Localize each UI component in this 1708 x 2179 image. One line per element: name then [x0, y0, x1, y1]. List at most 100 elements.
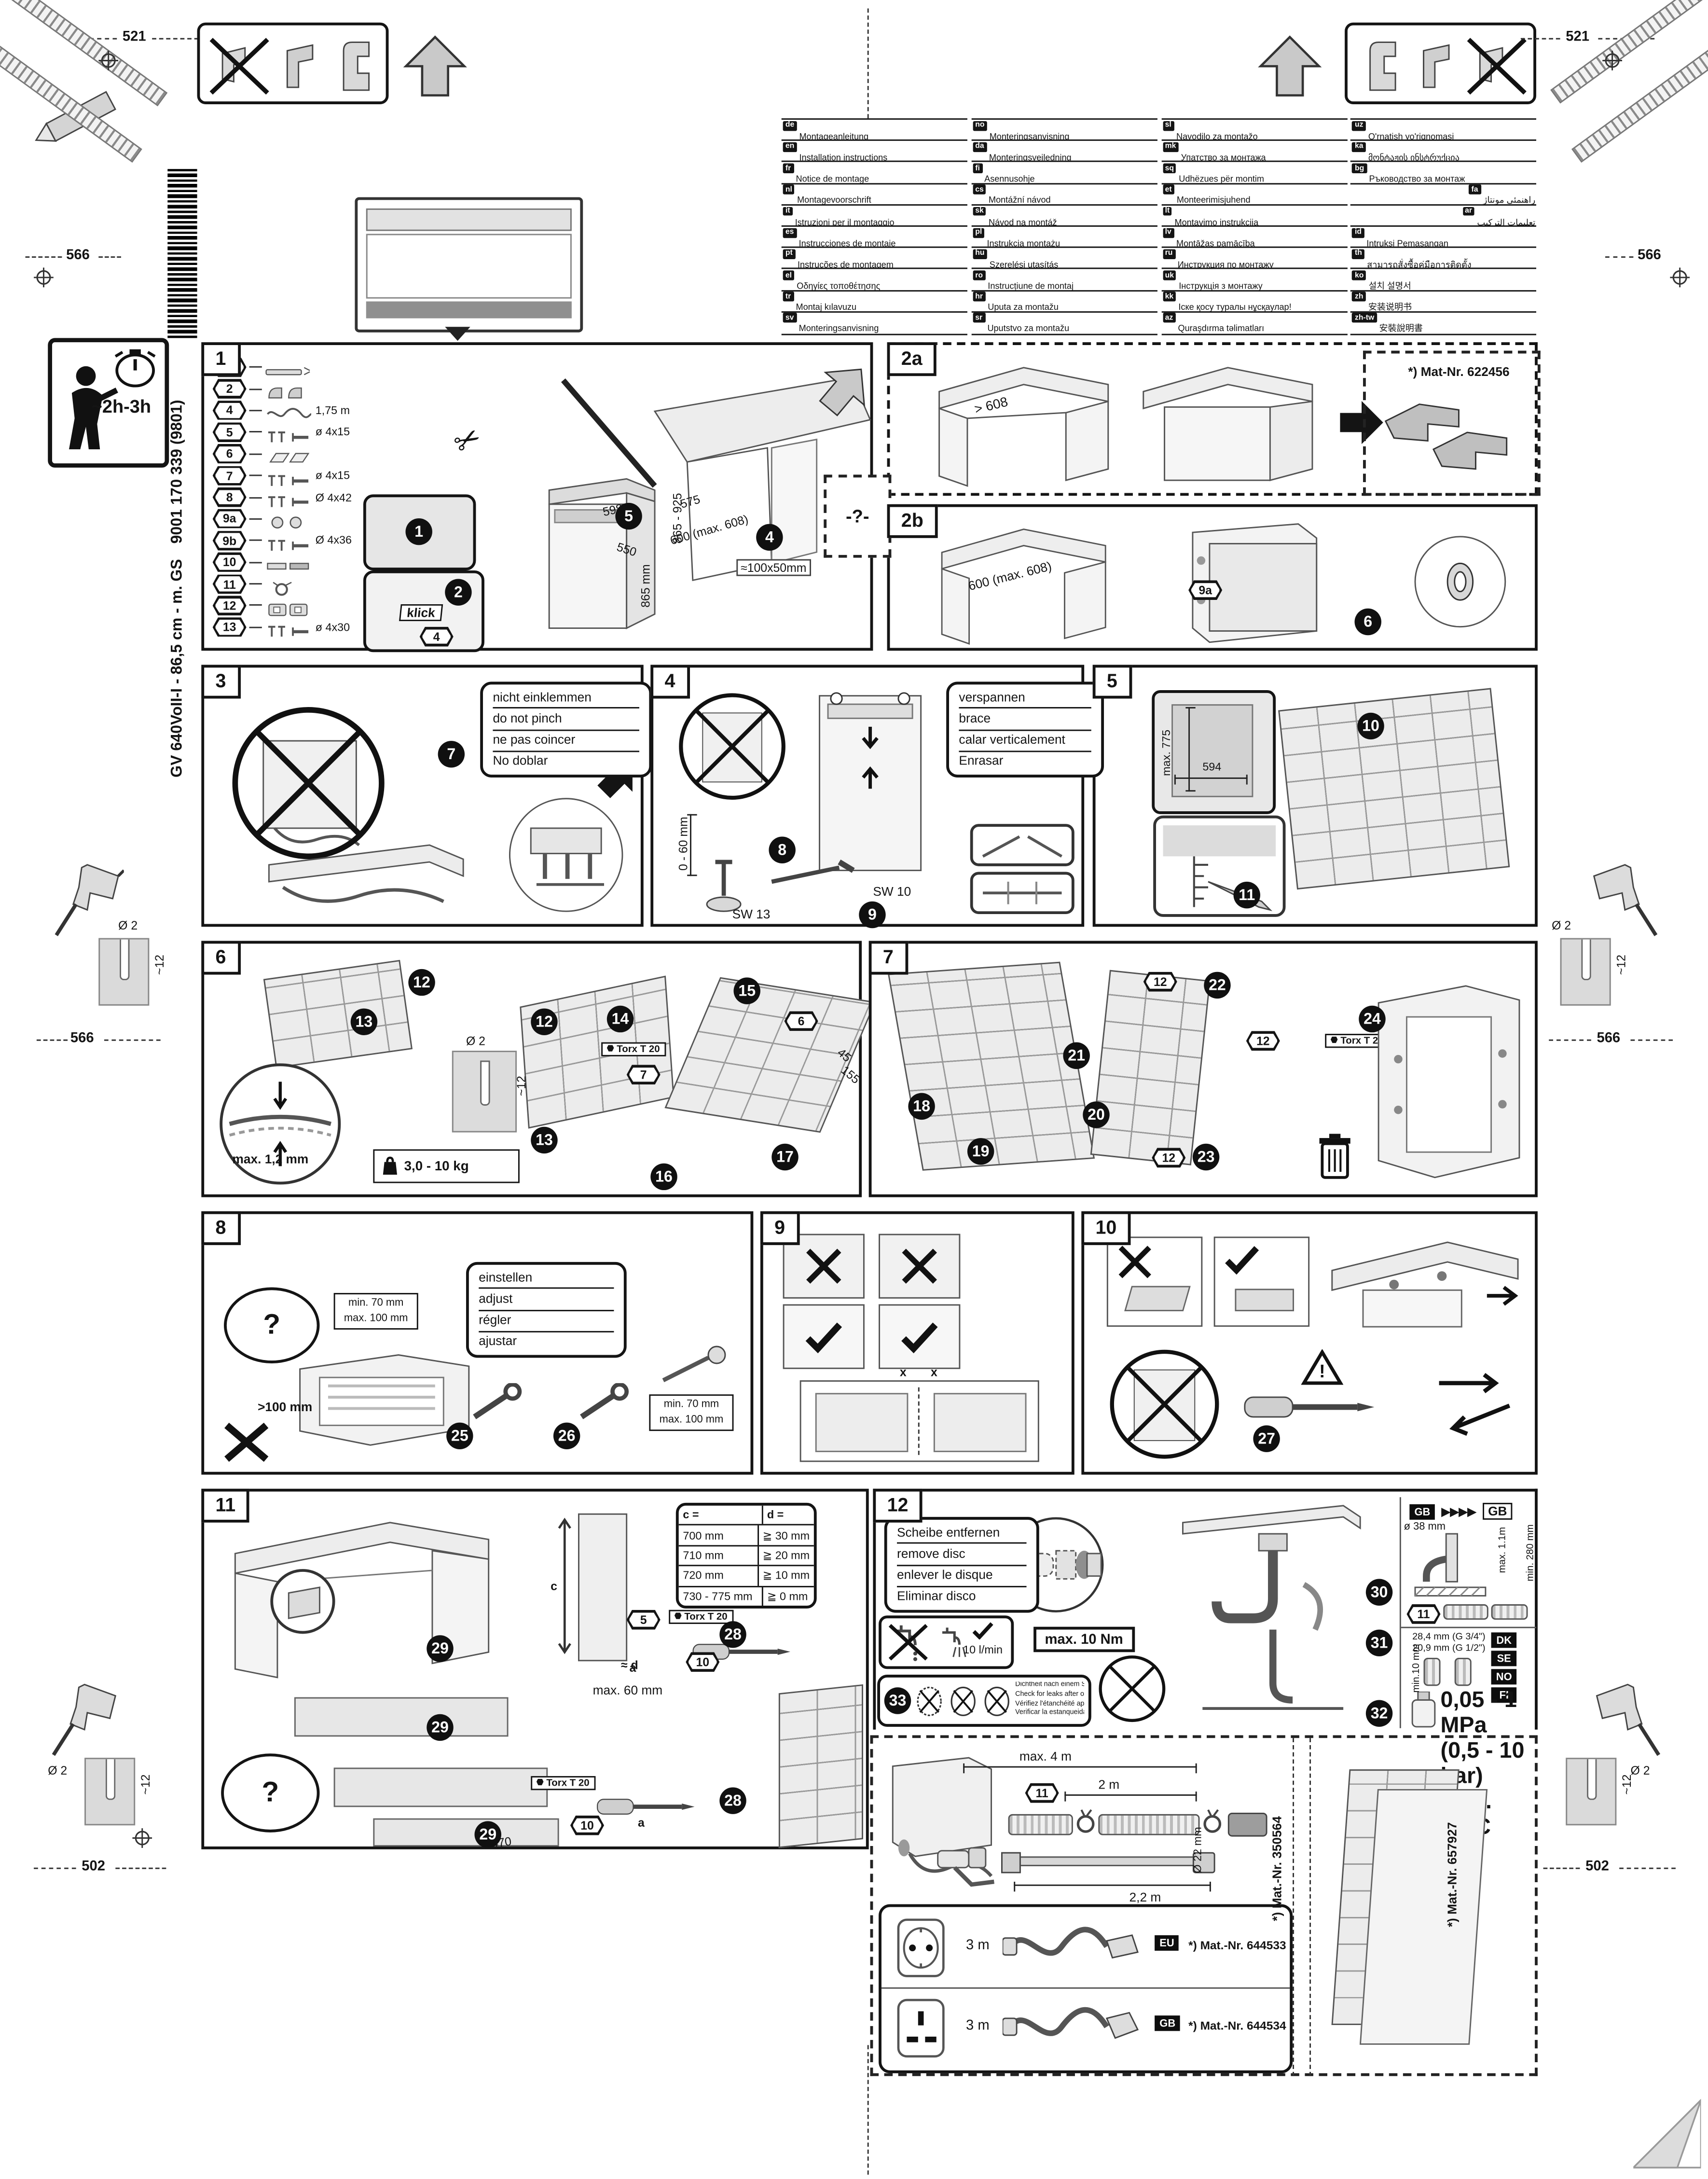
language-code-badge: et [1162, 185, 1174, 195]
panel-number: 11 [201, 1488, 250, 1522]
text-line: ne pas coincer [493, 730, 639, 752]
cabinet-sketch [1143, 367, 1313, 482]
language-title: Návod na montáž [986, 218, 1057, 227]
text-line: verspannen [959, 687, 1091, 709]
text-line: remove disc [897, 1544, 1027, 1566]
language-code-badge: zh [1352, 291, 1366, 302]
language-row: zh 安装说明书*) 可向售后服务站索取。 [1350, 291, 1537, 312]
clamp-icon [1203, 1809, 1222, 1833]
language-title: O'rnatish yo'riqnomasi [1365, 132, 1454, 141]
hook-piece-icon [1369, 42, 1396, 91]
part-row: 1 [212, 356, 449, 378]
step-badge-27: 27 [1253, 1425, 1280, 1452]
language-code-badge: az [1162, 313, 1176, 323]
weight-icon [383, 1156, 397, 1175]
sink-trap-sketch [1182, 1505, 1361, 1710]
tall-cabinet-sketch [234, 1522, 490, 1679]
corner-piece-icon [286, 44, 314, 88]
dim-594: 594 [1202, 760, 1222, 774]
language-title: Instrucciones de montaje [796, 239, 896, 249]
detail-box-1: 1 [363, 494, 476, 570]
dim-502: 502 [1585, 1859, 1609, 1875]
cross-mark [1118, 1246, 1151, 1278]
region-chip-gb: GB [1155, 2015, 1181, 2031]
panel-number: 8 [201, 1211, 240, 1245]
step-badge-28: 28 [719, 1787, 746, 1814]
language-code-badge: ar [1462, 206, 1475, 216]
language-column: sl Navodilo za montažo*) Lahko nabavite … [1161, 118, 1347, 335]
forbidden-parts-box-right [1345, 22, 1536, 104]
drill-hole-diagram [1566, 1758, 1617, 1826]
up-arrow-icon [1258, 35, 1322, 97]
bottle-icon [1411, 1691, 1436, 1728]
leader [1605, 256, 1634, 258]
part-hex-badge: 8 [212, 487, 247, 507]
language-code-badge: hr [973, 291, 986, 302]
part-row: 11 [212, 573, 449, 596]
language-code-badge: zh-tw [1352, 313, 1377, 323]
mat-number-350564: *) Mat.-Nr. 350564 [1270, 1816, 1284, 1921]
tap-crossed-icon [888, 1624, 928, 1661]
mat-number-657927: *) Mat.-Nr. 657927 [1445, 1822, 1460, 1928]
language-row: es Instrucciones de montaje*) Se puede a… [781, 227, 967, 249]
step-badge-32: 32 [1365, 1700, 1393, 1727]
language-code-badge: ko [1352, 270, 1366, 280]
language-row: pt Instruções de montagem*) Pode ser adq… [781, 248, 967, 270]
leader [1543, 1867, 1580, 1869]
screwdriver-icon [1244, 1396, 1375, 1418]
drill-diameter: Ø 2 [1552, 918, 1571, 932]
text-line: Check for leaks after one wash cycle. [1015, 1691, 1084, 1699]
text-line: nicht einklemmen [493, 687, 639, 709]
bracket-right-thumb [1213, 1236, 1310, 1327]
question-box: -?- [824, 474, 892, 558]
dim-cutout: ≈100x50mm [736, 559, 811, 576]
language-row: ka მონტაჟის ინსტრუქცია*) ხელმისაწვდომი კ… [1350, 141, 1537, 163]
language-title: Navodilo za montažo [1174, 132, 1258, 141]
cable-icon [265, 403, 313, 419]
panel-number: 7 [868, 941, 908, 974]
gb-frame: GB [1482, 1502, 1513, 1520]
torx-t20-label: Torx T 20 [601, 1042, 666, 1056]
tool-sw10: SW 10 [873, 884, 911, 899]
language-row: sv Monteringsanvisning*) kan fås via Ser… [782, 312, 967, 333]
svg-text:!: ! [1319, 1361, 1325, 1382]
marker-triangle [445, 327, 470, 341]
language-table: de Montageanleitung*) über Kundendienst … [781, 118, 1538, 335]
part-row: 9a [212, 508, 449, 530]
language-code-badge: th [1352, 249, 1365, 259]
text-line: Enrasar [959, 754, 1004, 768]
language-row: uk Інструкція з монтажу*) Можна отримати… [1161, 269, 1347, 291]
screws-icon [265, 620, 313, 638]
dim-drain-dia: ø 38 mm [1404, 1519, 1446, 1533]
language-row: fi Asennusohje*) Saatavissa huoltopalvel… [971, 163, 1157, 184]
dim-line-max4m [963, 1763, 1197, 1773]
step-badge: 14 [606, 1005, 634, 1033]
language-code-badge: bg [1352, 164, 1367, 173]
page-curl [1633, 2098, 1701, 2169]
wall-sketch [778, 1684, 863, 1848]
part-hex-6: 6 [784, 1011, 818, 1031]
drill-spec-inset [452, 1051, 517, 1133]
language-code-badge: nl [783, 185, 795, 195]
drill-icon [1596, 1683, 1661, 1756]
countertop-fix-sketch [1331, 1241, 1519, 1328]
registration-mark [34, 267, 54, 288]
text-line: do not pinch [493, 709, 639, 731]
language-code-badge: sq [1162, 164, 1177, 173]
text-line: Eliminar disco [897, 1589, 976, 1603]
language-row: uz O'rnatish yo'riqnomasi*) mijozlarga x… [1350, 120, 1537, 141]
language-code-badge: uk [1162, 270, 1177, 280]
drill-diameter: Ø 2 [48, 1763, 68, 1778]
language-column: no Monteringsanvisning*) fåes hos kundes… [971, 118, 1157, 335]
hose-sleeve [1227, 1812, 1267, 1837]
drill-depth: ~12 [1614, 955, 1628, 975]
bracket-wrong-thumb [1106, 1236, 1203, 1327]
cross-mark [806, 1249, 841, 1284]
language-title: Uputstvo za montažu [985, 324, 1070, 334]
text-line: régler [479, 1311, 614, 1332]
